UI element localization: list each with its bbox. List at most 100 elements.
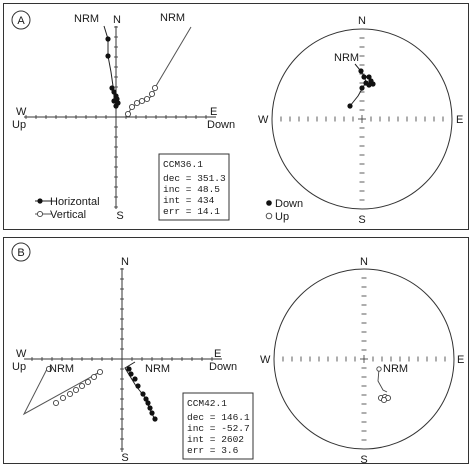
panel-b: B N S W Up E Down xyxy=(3,237,469,465)
legend-marker-vertical xyxy=(36,210,44,218)
stereo-label-e: E xyxy=(456,114,463,126)
axis-label-s: S xyxy=(116,210,123,222)
axis-label-up: Up xyxy=(12,119,26,131)
legend-marker-up xyxy=(265,212,273,220)
data-point xyxy=(113,103,119,109)
stereo-path xyxy=(377,368,388,393)
stereo-label-n: N xyxy=(360,256,368,268)
stereo-label-s: S xyxy=(360,454,367,465)
data-point xyxy=(124,110,132,118)
stereo-path xyxy=(349,63,367,107)
legend-marker-down xyxy=(266,200,272,206)
horizontal-projection-points xyxy=(105,36,121,109)
vertical-projection-line xyxy=(22,368,101,416)
stereo-points xyxy=(347,68,376,109)
data-point xyxy=(52,399,60,407)
stereo-label-w: W xyxy=(258,114,269,126)
stereo-label-n: N xyxy=(358,15,366,27)
data-point xyxy=(152,416,158,422)
zijderveld-plot-a: N S W Up E Down NRM xyxy=(12,12,235,222)
data-point xyxy=(143,396,149,402)
data-point xyxy=(143,95,151,103)
data-point xyxy=(347,103,353,109)
data-point xyxy=(358,68,364,74)
stereo-nrm-label: NRM xyxy=(383,363,408,375)
zijderveld-plot-b: N S W Up E Down NRM xyxy=(12,256,237,464)
data-point xyxy=(72,386,80,394)
legend-marker-horizontal xyxy=(37,198,43,204)
data-point xyxy=(151,84,159,92)
panel-label: A xyxy=(17,15,25,27)
horizontal-projection-points xyxy=(126,366,158,422)
dec-value: dec = 351.3 xyxy=(163,173,226,184)
data-point xyxy=(370,81,376,87)
data-point xyxy=(126,366,132,372)
info-box-b: CCM42.1 dec = 146.1 inc = -52.7 int = 26… xyxy=(182,392,254,460)
panel-label-circle xyxy=(11,242,31,262)
axis-label-e: E xyxy=(210,106,217,118)
axis-label-n: N xyxy=(113,14,121,26)
stereonet-circle xyxy=(271,28,453,210)
data-point xyxy=(90,373,98,381)
data-point xyxy=(59,394,67,402)
stereonet-a: N S W E NRM Down Up xyxy=(258,15,463,226)
data-point xyxy=(111,89,117,95)
data-point xyxy=(111,98,117,104)
data-point xyxy=(78,382,86,390)
info-box-frame xyxy=(158,153,230,221)
int-value: int = 434 xyxy=(163,195,215,206)
axis-label-down: Down xyxy=(207,119,235,131)
legend-a: Horizontal Vertical xyxy=(35,196,100,221)
int-value: int = 2602 xyxy=(187,434,244,445)
data-point xyxy=(380,396,388,404)
axis-label-down: Down xyxy=(209,361,237,373)
data-point xyxy=(148,90,156,98)
data-point xyxy=(359,85,365,91)
stereo-label-e: E xyxy=(457,354,464,366)
legend-horizontal: Horizontal xyxy=(50,196,100,208)
data-point xyxy=(128,371,134,377)
panel-a-figure: A N S W Up E Down xyxy=(11,10,463,226)
stereonet-circle xyxy=(273,268,455,450)
inc-value: inc = -52.7 xyxy=(187,423,250,434)
data-point xyxy=(105,36,111,42)
data-point xyxy=(105,53,111,59)
data-point xyxy=(128,103,136,111)
axis-label-up: Up xyxy=(12,361,26,373)
data-point xyxy=(132,376,138,382)
data-point xyxy=(135,383,141,389)
data-point xyxy=(145,400,151,406)
panel-label-circle xyxy=(11,10,31,30)
stereo-label-s: S xyxy=(358,214,365,226)
data-point xyxy=(96,368,104,376)
axis-label-n: N xyxy=(121,256,129,268)
stereo-label-w: W xyxy=(260,354,271,366)
data-point xyxy=(109,85,115,91)
data-point xyxy=(376,366,382,372)
nrm-label-horizontal: NRM xyxy=(145,363,170,375)
data-point xyxy=(133,99,141,107)
panel-a: A N S W Up E Down xyxy=(3,3,469,230)
nrm-label-vertical: NRM xyxy=(49,363,74,375)
data-point xyxy=(366,74,372,80)
data-point xyxy=(149,410,155,416)
info-box-frame xyxy=(182,392,254,460)
data-point xyxy=(138,97,146,105)
vertical-projection-points xyxy=(124,84,159,118)
dec-value: dec = 146.1 xyxy=(187,412,250,423)
err-value: err = 14.1 xyxy=(163,206,220,217)
axis-label-w: W xyxy=(16,106,27,118)
inc-value: inc = 48.5 xyxy=(163,184,220,195)
panel-b-figure: B N S W Up E Down xyxy=(11,242,464,465)
panel-label: B xyxy=(17,247,24,259)
err-value: err = 3.6 xyxy=(187,445,239,456)
axis-label-e: E xyxy=(214,348,221,360)
legend-vertical: Vertical xyxy=(50,209,86,221)
stereo-points xyxy=(376,366,392,404)
axis-label-w: W xyxy=(16,348,27,360)
legend-down: Down xyxy=(275,198,303,210)
legend-up: Up xyxy=(275,211,289,223)
axis-label-s: S xyxy=(121,452,128,464)
data-point xyxy=(45,365,53,373)
stereonet-b: N S W E NRM xyxy=(260,256,464,465)
